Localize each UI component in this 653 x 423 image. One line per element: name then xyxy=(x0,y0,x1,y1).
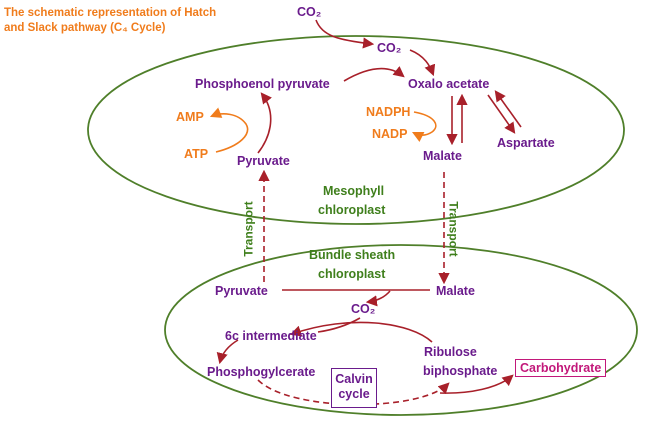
co2-entry-arrow xyxy=(315,19,375,49)
nadph-nadp-arrow xyxy=(411,111,437,143)
pyruvate-to-pep-arrow xyxy=(257,92,272,154)
bundle-sheath-label: Bundle sheath xyxy=(309,248,396,262)
phosphoglycerate-label: Phosphogylcerate xyxy=(207,365,316,379)
aspartate-label: Aspartate xyxy=(497,136,555,150)
aspartate-to-oaa-arrow xyxy=(494,90,522,128)
calvin-cycle-box: Calvin cycle xyxy=(331,368,377,408)
to-carbohydrate-arrow xyxy=(439,374,514,394)
6c-to-pga-arrow xyxy=(216,339,239,365)
atp-label: ATP xyxy=(184,147,209,161)
malate-mesophyll-label: Malate xyxy=(423,149,462,163)
mesophyll-outline xyxy=(87,35,625,225)
pyruvate-mesophyll-label: Pyruvate xyxy=(237,154,290,168)
atp-to-amp-arrow xyxy=(209,107,249,153)
co2-release-arrow xyxy=(365,290,391,307)
co2-to-oaa-arrow xyxy=(409,49,436,77)
oaa-to-aspartate-arrow xyxy=(487,94,516,134)
malate-bundle-label: Malate xyxy=(436,284,475,298)
amp-label: AMP xyxy=(176,110,204,124)
mesophyll-chloroplast-label: chloroplast xyxy=(318,203,386,217)
oxalo-acetate-label: Oxalo acetate xyxy=(408,77,490,91)
diagram-title: The schematic representation of Hatch an… xyxy=(4,7,217,34)
co2-mid-label: CO₂ xyxy=(377,41,402,55)
pyruvate-bundle-label: Pyruvate xyxy=(215,284,268,298)
biphosphate-label: biphosphate xyxy=(423,364,498,378)
bundle-sheath-outline xyxy=(164,244,638,416)
co2-to-6c-arrow xyxy=(317,317,361,333)
co2-bundle-label: CO₂ xyxy=(351,302,376,316)
nadph-label: NADPH xyxy=(366,105,411,119)
pep-to-oaa-arrow xyxy=(343,66,405,82)
phosphoenol-pyruvate-label: Phosphoenol pyruvate xyxy=(195,77,330,91)
ribulose-label: Ribulose xyxy=(424,345,477,359)
nadp-label: NADP xyxy=(372,127,408,141)
six-carbon-intermediate-label: 6c intermediate xyxy=(225,329,317,343)
bundle-sheath-chloroplast-label: chloroplast xyxy=(318,267,386,281)
co2-top-label: CO₂ xyxy=(297,5,322,19)
carbohydrate-box: Carbohydrate xyxy=(515,359,607,377)
rubp-to-6c-arrow xyxy=(289,321,433,343)
transport-left-label: Transport xyxy=(241,201,256,257)
transport-right-label: Transport xyxy=(446,201,461,257)
mesophyll-label: Mesophyll xyxy=(323,184,385,198)
